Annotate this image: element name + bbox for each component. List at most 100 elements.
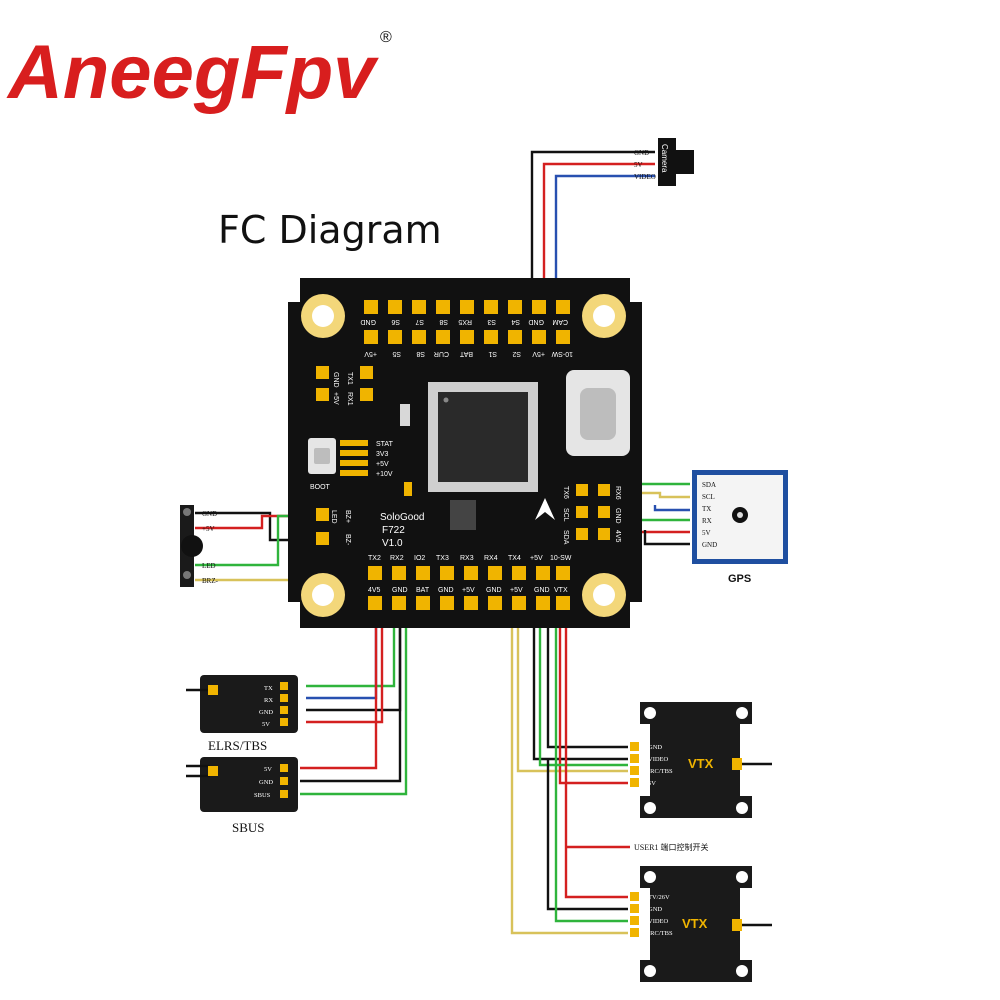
- vtx2-pin-label: VIDEO: [648, 918, 669, 925]
- top-pad-label: S7: [415, 318, 424, 325]
- bottom-pad-label: +5V: [462, 587, 475, 594]
- vtx2-pin-label: TV/26V: [648, 894, 670, 901]
- wire-led-led: [195, 512, 302, 567]
- boot-button: BOOT: [308, 438, 336, 491]
- led-label-stat: STAT: [376, 441, 394, 448]
- gps-pad-label: 4V5: [614, 530, 621, 543]
- side-pad-label: BZ-: [344, 534, 351, 546]
- elrs-receiver: TX RX GND 5V ELRS/TBS: [186, 675, 298, 753]
- bottom-pad-label: +5V: [510, 587, 523, 594]
- sbus-caption: SBUS: [232, 820, 265, 835]
- wire-gps-rx: [653, 505, 690, 512]
- led-pin-label: BRZ-: [202, 577, 219, 585]
- top-pad-label: BAT: [459, 350, 473, 357]
- sbus-pin-label: SBUS: [254, 792, 271, 799]
- vtx1-pin-label: VIDEO: [648, 756, 669, 763]
- side-pad-label: BZ+: [344, 510, 351, 523]
- page-title: FC Diagram: [218, 208, 442, 252]
- user1-note: USER1 端口控制开关: [634, 842, 708, 852]
- wire-camera-5v: [542, 162, 655, 318]
- vtx1-pin-label: GND: [648, 744, 662, 751]
- top-pad-label: S6: [391, 318, 400, 325]
- bottom-pad-label: IO2: [414, 555, 425, 562]
- left-uart-pads: GND +5V TX1 RX1: [316, 366, 373, 406]
- top-pad-label: GND: [360, 318, 376, 325]
- side-pad-label: LED: [330, 510, 337, 524]
- top-pad-label: S4: [511, 318, 520, 325]
- gps-pads: TX6 RX6 SCL SDA GND 4V5: [562, 484, 621, 545]
- top-pad-label: +5V: [364, 350, 377, 357]
- bottom-pad-label: +5V: [530, 555, 543, 562]
- vtx-module-1: GND VIDEO IRC/TBS 5V VTX: [630, 702, 772, 818]
- top-pad-label: GND: [528, 318, 544, 325]
- camera-label: Camera: [660, 144, 669, 173]
- led-pin-label: LED: [202, 562, 216, 570]
- vtx-module-2: TV/26V GND VIDEO IRC/TBS VTX: [630, 866, 772, 982]
- vtx2-pin-label: IRC/TBS: [648, 930, 673, 937]
- mcu-chip: [428, 382, 538, 492]
- wire-sbus-gnd: [300, 580, 402, 783]
- elrs-caption: ELRS/TBS: [208, 738, 267, 753]
- brand-logo: AneegFpv ®: [6, 29, 392, 115]
- camera-pin-label: 5V: [634, 161, 643, 169]
- gps-module: SDA SCL TX RX 5V GND GPS: [692, 470, 788, 585]
- elrs-pin-label: GND: [259, 709, 273, 716]
- led-pin-label: +5V: [202, 525, 215, 533]
- bottom-pad-label: GND: [392, 587, 408, 594]
- led-buzzer-module: GND +5V LED BRZ-: [180, 505, 219, 587]
- left-side-pads: LED BZ+ BZ-: [316, 508, 351, 546]
- led-label-10v: +10V: [376, 471, 393, 478]
- gps-pin-label: TX: [702, 505, 711, 513]
- gps-pad-label: RX6: [614, 486, 621, 500]
- camera-module: GND 5V VIDEO Camera: [634, 138, 694, 186]
- top-pad-label: +5V: [532, 350, 545, 357]
- top-pad-label: 10-SW: [551, 350, 573, 357]
- gps-pad-label: SDA: [562, 530, 569, 545]
- boot-label: BOOT: [310, 484, 331, 491]
- board-version: V1.0: [382, 538, 403, 549]
- top-pad-label: S1: [488, 350, 497, 357]
- gps-pin-label: GND: [702, 541, 717, 549]
- gps-caption: GPS: [728, 573, 751, 585]
- top-pad-label: S8: [439, 318, 448, 325]
- sbus-pin-label: GND: [259, 779, 273, 786]
- left-pad-label: +5V: [332, 392, 339, 405]
- elrs-pin-label: TX: [264, 685, 273, 692]
- vtx2-label: VTX: [682, 916, 708, 931]
- top-pads-row1: [364, 300, 570, 314]
- bottom-pad-label: TX2: [368, 555, 381, 562]
- elrs-pin-label: RX: [264, 697, 273, 704]
- gps-pin-label: SDA: [702, 481, 716, 489]
- vtx1-pin-label: IRC/TBS: [648, 768, 673, 775]
- bottom-pad-label: RX4: [484, 555, 498, 562]
- bottom-pad-label: GND: [438, 587, 454, 594]
- bottom-pad-label: RX2: [390, 555, 404, 562]
- wire-vtx1-5v: [558, 580, 628, 785]
- top-pad-label: CUR: [434, 350, 449, 357]
- bottom-pads-row2: [368, 596, 570, 610]
- wire-vtx1-video: [532, 580, 628, 761]
- bottom-pad-label: TX4: [508, 555, 521, 562]
- gps-pad-label: TX6: [562, 486, 569, 499]
- brand-mark-icon: [535, 498, 555, 520]
- elrs-pin-label: 5V: [262, 721, 270, 728]
- wire-camera-video: [554, 174, 655, 318]
- led-pin-label: GND: [202, 510, 217, 518]
- bottom-pad-label: VTX: [554, 587, 568, 594]
- wire-vtx1-gnd: [546, 580, 628, 749]
- bottom-pads-row1: [368, 566, 570, 580]
- bottom-pad-label: TX3: [436, 555, 449, 562]
- board-model: F722: [382, 525, 405, 536]
- camera-pin-label: VIDEO: [634, 173, 656, 181]
- bottom-pad-label: RX3: [460, 555, 474, 562]
- sbus-receiver: 5V GND SBUS SBUS: [186, 757, 298, 835]
- wire-sbus-signal: [300, 580, 408, 796]
- bottom-pad-label: 10-SW: [550, 555, 572, 562]
- led-label-5v: +5V: [376, 461, 389, 468]
- wire-vtx2-video: [554, 580, 628, 923]
- top-pads-row2: [364, 330, 570, 344]
- wire-gps-gnd: [643, 530, 690, 546]
- wire-camera-gnd: [530, 150, 655, 318]
- wire-vtx1-irc: [516, 580, 628, 773]
